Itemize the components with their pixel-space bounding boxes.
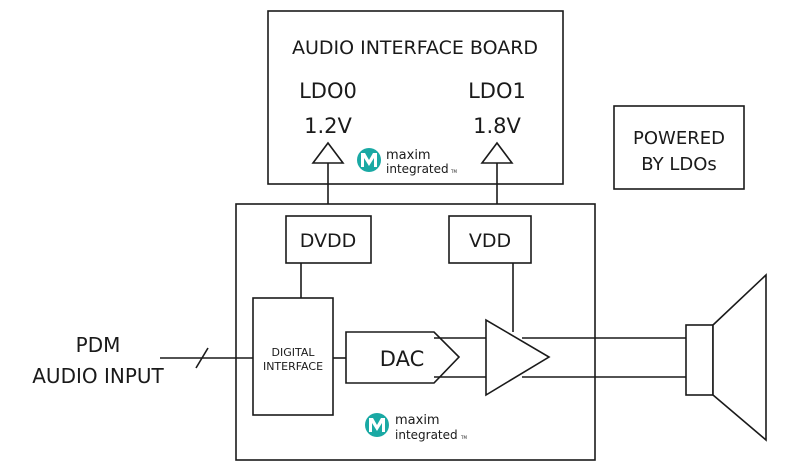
- ldo0-voltage: 1.2V: [304, 114, 352, 138]
- digital-interface-block: [252, 297, 334, 416]
- note-outline: [613, 105, 745, 190]
- logo-word-maxim: maxim: [395, 413, 440, 428]
- amplifier-triangle: [485, 318, 551, 397]
- dac-block: [345, 331, 461, 384]
- vdd-label: VDD: [469, 230, 511, 252]
- ldo1-voltage: 1.8V: [473, 114, 521, 138]
- note-line-1: POWERED: [633, 128, 725, 149]
- ldo1-name: LDO1: [468, 79, 526, 103]
- logo-word-integrated: integrated: [386, 162, 449, 176]
- speaker-magnet: [685, 324, 714, 396]
- dvdd-pin: [285, 215, 372, 264]
- pdm-input-line-2: AUDIO INPUT: [32, 364, 164, 388]
- bus-slash-mark: [195, 347, 209, 369]
- board-outline: [267, 10, 564, 185]
- ldo0-name: LDO0: [299, 79, 357, 103]
- maxim-integrated-logo-bottom: maxim integrated TM: [365, 413, 467, 442]
- speaker-icon: [685, 273, 767, 442]
- note-line-2: BY LDOs: [641, 154, 717, 175]
- audio-interface-board: AUDIO INTERFACE BOARD LDO0 1.2V LDO1 1.8…: [267, 10, 564, 185]
- dac-label: DAC: [380, 347, 424, 371]
- digital-interface-line-1: DIGITAL: [271, 346, 315, 359]
- board-title: AUDIO INTERFACE BOARD: [292, 37, 538, 59]
- speaker-cone: [712, 273, 767, 442]
- logo-word-integrated: integrated: [395, 428, 458, 442]
- dvdd-label: DVDD: [300, 230, 357, 252]
- powered-by-ldos-note: POWERED BY LDOs: [613, 105, 745, 190]
- logo-trademark: TM: [450, 169, 457, 174]
- maxim-integrated-logo-top: maxim integrated TM: [357, 148, 457, 176]
- vdd-pin: [448, 215, 532, 264]
- logo-word-maxim: maxim: [386, 148, 431, 163]
- pdm-input-line-1: PDM: [76, 333, 121, 357]
- digital-interface-line-2: INTERFACE: [263, 360, 323, 373]
- logo-trademark: TM: [460, 435, 467, 440]
